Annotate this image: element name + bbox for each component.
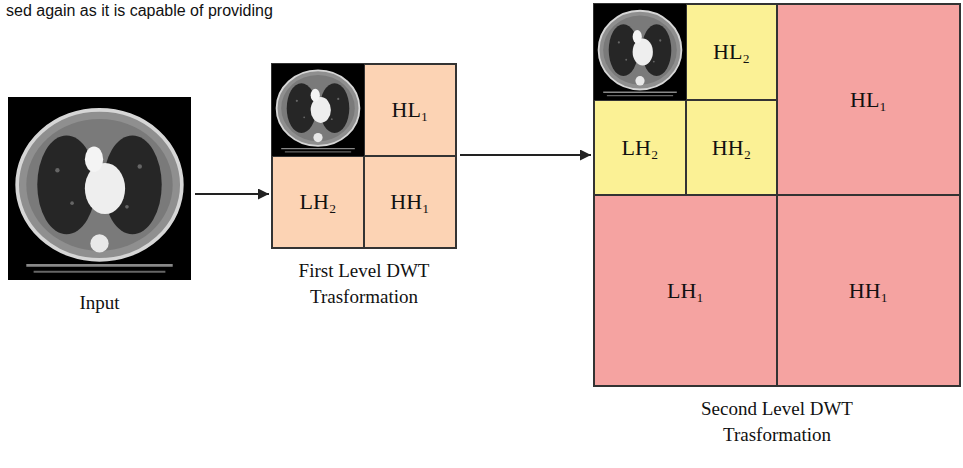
flow-arrow xyxy=(460,154,591,156)
subband-cell: HL₁ xyxy=(777,4,960,195)
subband-label: HH₁ xyxy=(849,278,888,304)
dwt-level-grid: First Level DWT TrasformationHL₁LH₂HH₁ xyxy=(272,64,456,248)
subband-label: HL₁ xyxy=(392,97,429,123)
figure-caption: Input xyxy=(45,290,155,316)
figure-caption: First Level DWT Trasformation xyxy=(274,258,454,309)
subband-label: HH₂ xyxy=(712,135,751,161)
subband-label: HL₂ xyxy=(713,39,750,65)
subband-cell: LH₁ xyxy=(594,195,777,386)
subband-label: LH₁ xyxy=(667,278,704,304)
subband-cell: LH₂ xyxy=(594,100,686,195)
subband-cell: HH₂ xyxy=(686,100,777,195)
subband-cell: LH₂ xyxy=(272,156,364,248)
subband-label: HL₁ xyxy=(850,87,887,113)
subband-cell: HH₁ xyxy=(777,195,960,386)
subband-label: HH₁ xyxy=(390,189,429,215)
dwt-level-grid: Second Level DWT TrasformationHL₂LH₂HH₂H… xyxy=(594,4,960,386)
subband-label: LH₂ xyxy=(300,189,337,215)
subband-cell: HH₁ xyxy=(364,156,456,248)
subband-label: LH₂ xyxy=(622,135,659,161)
page-text-fragment: sed again as it is capable of providing xyxy=(6,2,273,20)
subband-cell: HL₁ xyxy=(364,64,456,156)
figure-caption: Second Level DWT Trasformation xyxy=(677,396,877,447)
subband-cell: HL₂ xyxy=(686,4,777,100)
flow-arrow xyxy=(195,193,269,195)
ct-scan-approx xyxy=(272,64,364,156)
ct-scan-approx xyxy=(594,4,686,100)
input-image-frame: Input xyxy=(8,97,191,280)
ct-scan-image xyxy=(8,97,191,280)
